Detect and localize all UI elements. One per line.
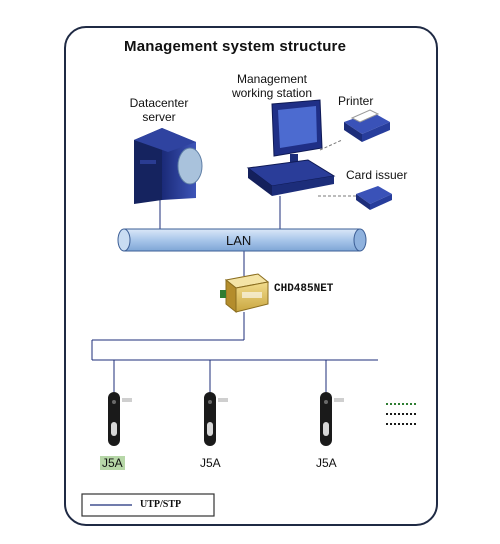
more-devices-dots bbox=[386, 403, 418, 425]
card-issuer-label: Card issuer bbox=[346, 168, 408, 182]
converter-label: CHD485NET bbox=[274, 283, 334, 295]
reader-1-label: J5A bbox=[100, 456, 125, 470]
server-label-text: Datacenter server bbox=[129, 96, 189, 124]
card-issuer-icon bbox=[356, 186, 392, 210]
datacenter-server-icon bbox=[134, 128, 203, 204]
reader-2-label: J5A bbox=[200, 456, 221, 470]
lan-label: LAN bbox=[226, 233, 252, 248]
diagram-title: Management system structure bbox=[124, 38, 347, 55]
diagram-frame bbox=[64, 26, 438, 526]
lan-pipe bbox=[117, 228, 367, 252]
reader-2-icon bbox=[204, 392, 228, 446]
server-label: Datacenter server bbox=[124, 96, 194, 124]
peripheral-links bbox=[318, 139, 356, 197]
legend-box bbox=[81, 493, 215, 517]
workstation-icon bbox=[246, 99, 336, 196]
station-label-text: Management working station bbox=[231, 72, 313, 100]
reader-3-label: J5A bbox=[316, 456, 337, 470]
printer-icon bbox=[344, 109, 390, 142]
connection-lines bbox=[91, 196, 378, 392]
converter-icon bbox=[220, 273, 270, 314]
reader-3-icon bbox=[320, 392, 344, 446]
station-label: Management working station bbox=[224, 72, 320, 100]
reader-1-icon bbox=[108, 392, 132, 446]
printer-label: Printer bbox=[338, 94, 374, 108]
legend-label: UTP/STP bbox=[140, 499, 182, 510]
